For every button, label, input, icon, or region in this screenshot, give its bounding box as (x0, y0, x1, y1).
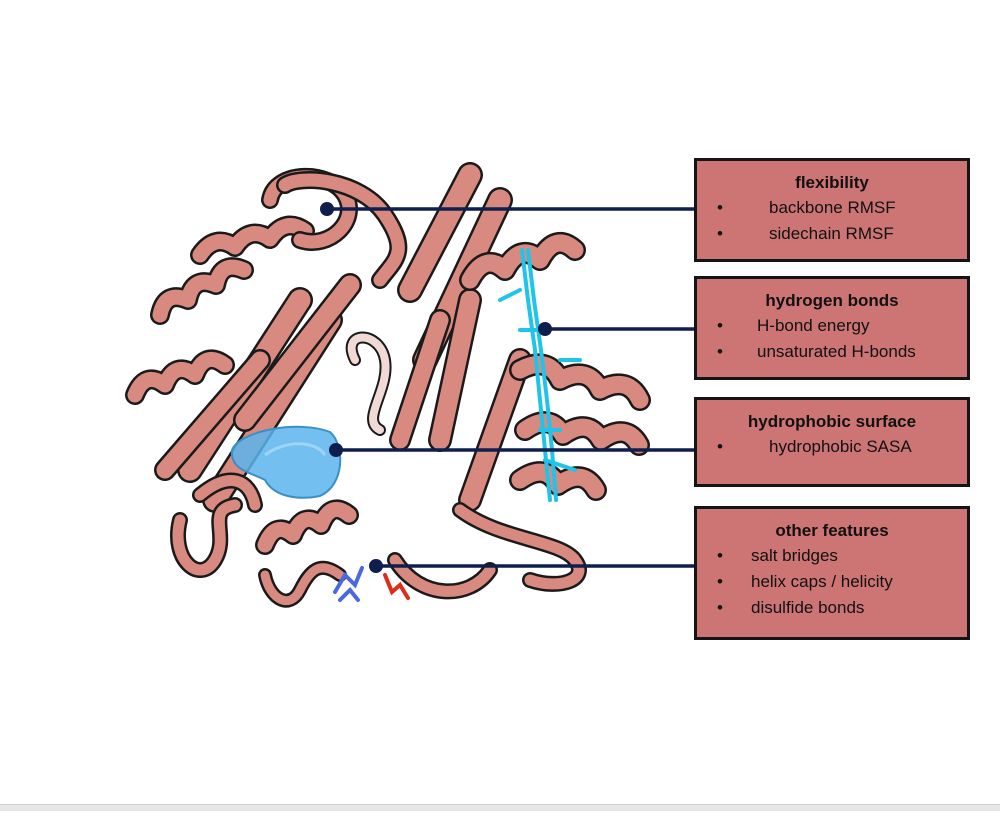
callout-item: sidechain RMSF (711, 221, 953, 247)
anchor-dot-flexibility (320, 202, 334, 216)
callout-other-features: other features salt bridges helix caps /… (694, 506, 970, 640)
bottom-scroll-edge (0, 804, 1000, 811)
callout-item: H-bond energy (711, 313, 953, 339)
callout-hydrogen-bonds: hydrogen bonds H-bond energy unsaturated… (694, 276, 970, 380)
connectors (327, 207, 694, 568)
callout-list: backbone RMSF sidechain RMSF (711, 195, 953, 247)
callout-item: salt bridges (711, 543, 953, 569)
hbond-network (498, 248, 582, 502)
callout-list: hydrophobic SASA (711, 434, 953, 460)
callout-title: other features (775, 521, 889, 540)
callout-title: flexibility (795, 173, 869, 192)
right-domain (387, 162, 651, 600)
callout-flexibility: flexibility backbone RMSF sidechain RMSF (694, 158, 970, 262)
callout-list: salt bridges helix caps / helicity disul… (711, 543, 953, 621)
callout-item: backbone RMSF (711, 195, 953, 221)
left-domain (125, 167, 408, 608)
callout-list: H-bond energy unsaturated H-bonds (711, 313, 953, 365)
callout-hydrophobic-surface: hydrophobic surface hydrophobic SASA (694, 397, 970, 487)
callout-title: hydrogen bonds (765, 291, 899, 310)
anchor-dots (320, 202, 552, 573)
callout-title: hydrophobic surface (747, 412, 917, 431)
anchor-dot-other-features (369, 559, 383, 573)
callout-item: hydrophobic SASA (711, 434, 953, 460)
salt-bridge-sticks (333, 566, 410, 602)
callout-item: disulfide bonds (711, 595, 953, 621)
anchor-dot-hydrophobic-surface (329, 443, 343, 457)
anchor-dot-hydrogen-bonds (538, 322, 552, 336)
callout-item: unsaturated H-bonds (711, 339, 953, 365)
callout-item: helix caps / helicity (711, 569, 953, 595)
